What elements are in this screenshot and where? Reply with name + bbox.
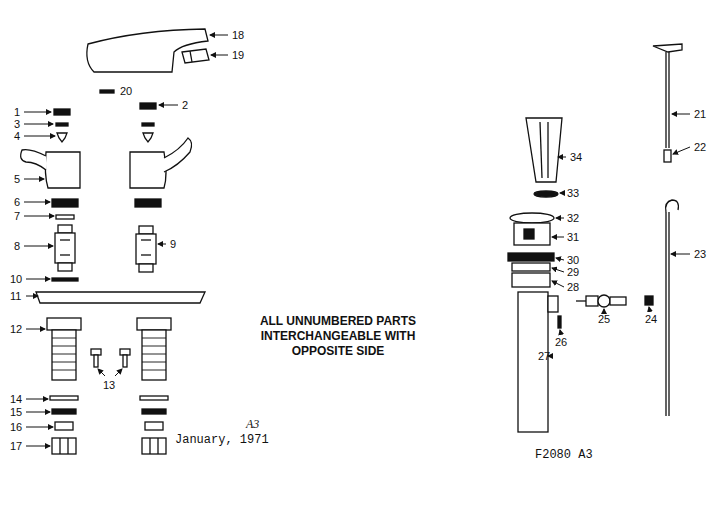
callout-number: 21 <box>694 109 706 120</box>
callout-number: 17 <box>10 441 22 452</box>
callout-number: 3 <box>14 119 20 130</box>
callout-number: 22 <box>694 142 706 153</box>
callout-number: 28 <box>567 282 579 293</box>
callout-number: 27 <box>538 351 550 362</box>
callout-number: 5 <box>14 174 20 185</box>
callout-number: 25 <box>598 314 610 325</box>
callout-number: 2 <box>182 100 188 111</box>
callout-number: 10 <box>10 274 22 285</box>
callout-number: 29 <box>567 267 579 278</box>
callout-number: 9 <box>170 239 176 250</box>
handwritten-mark: A3 <box>246 418 259 430</box>
callout-number: 18 <box>232 30 244 41</box>
callout-number: 23 <box>694 249 706 260</box>
callout-number: 7 <box>14 211 20 222</box>
callout-number: 24 <box>645 314 657 325</box>
callout-number: 30 <box>567 255 579 266</box>
callout-number: 14 <box>10 394 22 405</box>
date-stamp: January, 1971 <box>175 434 269 446</box>
callout-number: 33 <box>567 188 579 199</box>
callout-number: 12 <box>10 324 22 335</box>
callout-number: 32 <box>567 213 579 224</box>
callout-number: 31 <box>567 232 579 243</box>
drawing-code: F2080 A3 <box>535 449 593 461</box>
callout-number: 19 <box>232 50 244 61</box>
callout-number: 8 <box>14 241 20 252</box>
callout-number: 6 <box>14 197 20 208</box>
callout-number: 13 <box>103 380 115 391</box>
callout-number: 16 <box>10 422 22 433</box>
callout-number: 34 <box>570 152 582 163</box>
callout-number: 1 <box>14 107 20 118</box>
callout-number: 15 <box>10 407 22 418</box>
callout-number: 26 <box>555 337 567 348</box>
callout-number: 4 <box>14 131 20 142</box>
callout-number: 20 <box>120 86 132 97</box>
callout-number: 11 <box>10 291 21 302</box>
note-text: ALL UNNUMBERED PARTS INTERCHANGEABLE WIT… <box>250 314 426 359</box>
